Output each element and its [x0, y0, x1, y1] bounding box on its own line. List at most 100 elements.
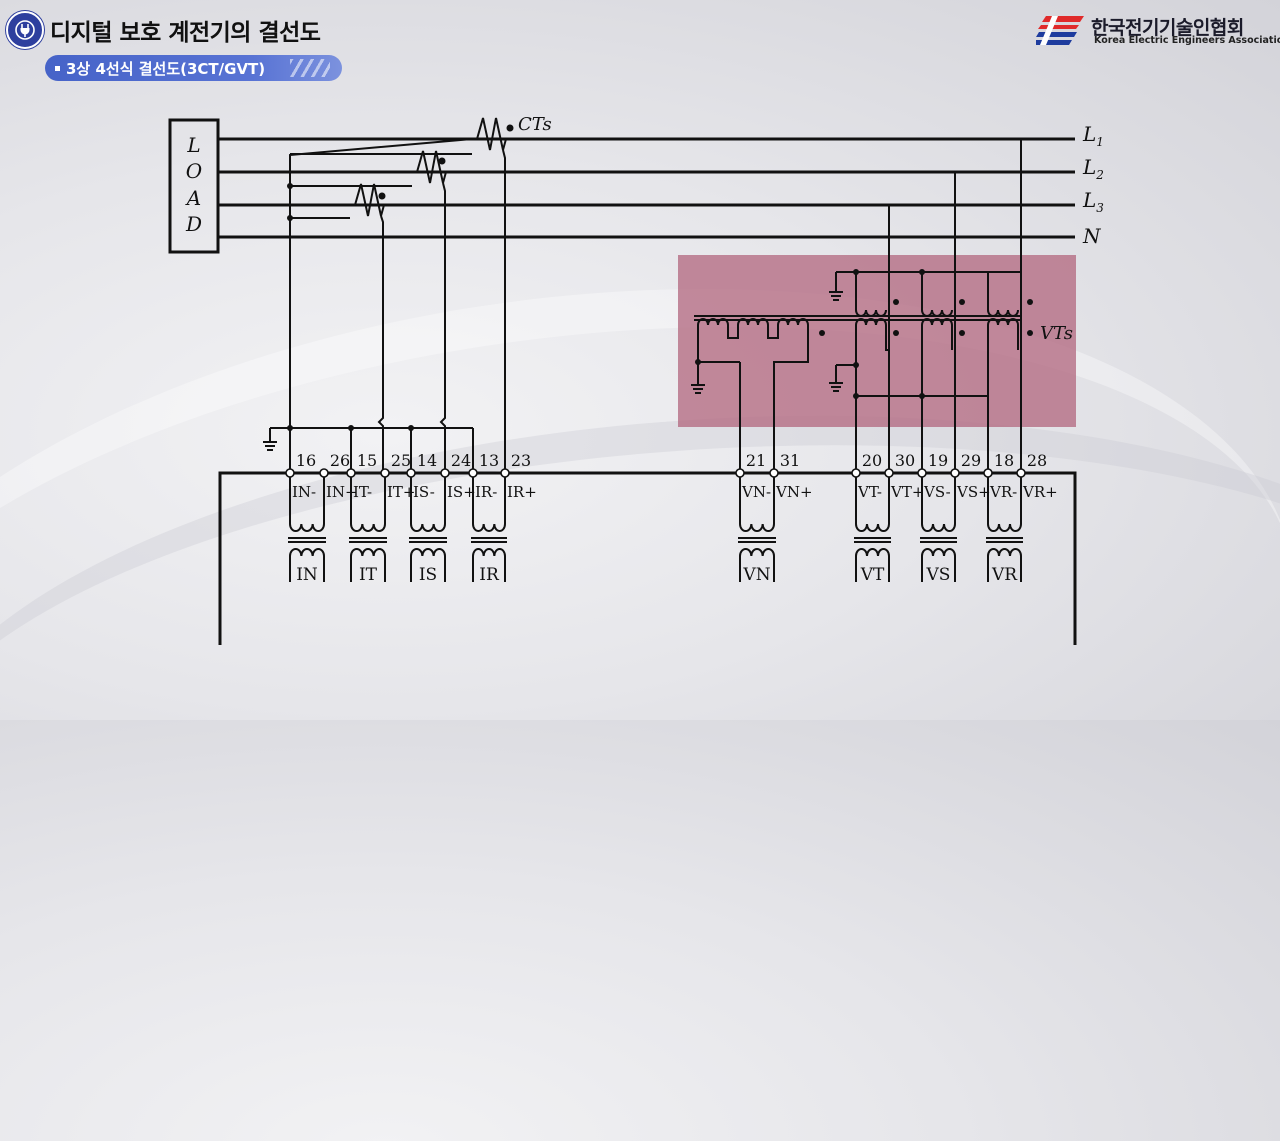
terminal-15 [346, 468, 356, 478]
terminal-25 [380, 468, 390, 478]
line-label-l3: L [1082, 188, 1096, 212]
terminal-19 [917, 468, 927, 478]
bullet-icon [55, 65, 60, 71]
terminal-number: 26 [330, 451, 350, 470]
element-label: VN [742, 565, 770, 585]
relay-element-ir: IR [471, 477, 507, 585]
terminal-31 [769, 468, 779, 478]
terminal-label: IS+ [447, 483, 476, 501]
terminal-label: IS- [413, 483, 435, 501]
terminal-number: 14 [417, 451, 437, 470]
terminal-number: 30 [895, 451, 915, 470]
terminal-26 [319, 468, 329, 478]
terminal-23 [500, 468, 510, 478]
load-letter: A [185, 186, 201, 210]
section-subtitle-pill: 3상 4선식 결선도(3CT/GVT) [45, 55, 342, 81]
line-subscript: 1 [1096, 135, 1104, 149]
relay-box [218, 471, 1077, 645]
terminal-21 [735, 468, 745, 478]
terminal-number: 31 [780, 451, 800, 470]
terminal-13 [468, 468, 478, 478]
terminal-number: 25 [391, 451, 411, 470]
plug-icon [6, 11, 44, 49]
terminal-label: VR- [989, 483, 1017, 501]
vt-region [678, 255, 1076, 427]
terminal-28 [1016, 468, 1026, 478]
relay-element-it: IT [349, 477, 387, 585]
logo-name-en: Korea Electric Engineers Association [1094, 35, 1280, 46]
terminal-label: VN- [741, 483, 771, 501]
ct-l1 [470, 117, 507, 151]
ct-l2 [410, 150, 447, 184]
terminal-number: 28 [1027, 451, 1047, 470]
terminal-label: VT- [857, 483, 882, 501]
relay-element-vs: VS [920, 477, 957, 585]
stripes-decoration [290, 59, 330, 77]
terminal-label: VR+ [1022, 483, 1058, 501]
svg-text:L3: L3 [1082, 188, 1104, 215]
load-letter: O [186, 159, 202, 183]
terminal-number: 21 [746, 451, 766, 470]
terminal-label: IR- [475, 483, 497, 501]
terminal-label: IT+ [387, 483, 416, 501]
element-label: IT [359, 565, 378, 585]
element-label: IR [479, 565, 500, 585]
line-label-l2: L [1082, 155, 1096, 179]
terminal-label: IN+ [326, 483, 358, 501]
kea-logo-mark-icon [1033, 16, 1084, 45]
terminal-number: 13 [479, 451, 499, 470]
load-letter: L [186, 133, 200, 157]
terminal-number: 24 [451, 451, 471, 470]
terminal-16 [285, 468, 295, 478]
load-letter: D [185, 212, 202, 236]
element-label: IS [419, 565, 437, 585]
element-label: VR [991, 565, 1018, 585]
vt-label: VTs [1040, 323, 1073, 344]
relay-element-vt: VT [854, 477, 891, 585]
line-label-l1: L [1082, 122, 1096, 146]
terminal-label: VS+ [956, 483, 991, 501]
load-box [168, 118, 220, 254]
terminal-20 [851, 468, 861, 478]
terminal-number: 18 [994, 451, 1014, 470]
logo-name-ko: 한국전기기술인협회 [1091, 17, 1244, 39]
relay-element-is: IS [409, 477, 447, 585]
terminal-label: VS- [923, 483, 951, 501]
line-subscript: 3 [1096, 201, 1104, 215]
page-title: 디지털 보호 계전기의 결선도 [50, 20, 321, 46]
terminal-30 [884, 468, 894, 478]
element-group: IN IT IS IR VN VT VS VR [288, 477, 1023, 585]
section-subtitle: 3상 4선식 결선도(3CT/GVT) [66, 59, 266, 78]
relay-element-vr: VR [986, 477, 1023, 585]
kea-logo: 한국전기기술인협회 Korea Electric Engineers Assoc… [1033, 13, 1280, 47]
svg-text:L1: L1 [1082, 122, 1104, 149]
terminal-number: 16 [296, 451, 316, 470]
header: 디지털 보호 계전기의 결선도 [0, 10, 321, 50]
line-label-n: N [1082, 224, 1102, 248]
terminal-18 [983, 468, 993, 478]
terminal-number: 19 [928, 451, 948, 470]
terminal-24 [440, 468, 450, 478]
terminal-number: 23 [511, 451, 531, 470]
relay-element-vn: VN [738, 477, 776, 585]
line-subscript: 2 [1095, 168, 1104, 182]
terminal-number: 20 [862, 451, 882, 470]
svg-text:L2: L2 [1082, 155, 1104, 182]
terminal-label: VT+ [890, 483, 924, 501]
terminal-29 [950, 468, 960, 478]
ct-l3 [348, 183, 385, 217]
terminal-label: IN- [292, 483, 316, 501]
wiring-diagram: L O A D L1 L2 L3 N CTs VTs 16IN-26IN+15I… [168, 114, 1104, 645]
element-label: IN [296, 565, 318, 585]
element-label: VT [860, 565, 885, 585]
terminal-label: IT- [353, 483, 372, 501]
relay-element-in: IN [288, 477, 326, 585]
terminal-number: 15 [357, 451, 377, 470]
terminal-label: VN+ [775, 483, 813, 501]
ct-label: CTs [518, 114, 552, 135]
terminal-14 [406, 468, 416, 478]
terminal-number: 29 [961, 451, 981, 470]
element-label: VS [926, 565, 951, 585]
terminal-label: IR+ [507, 483, 537, 501]
